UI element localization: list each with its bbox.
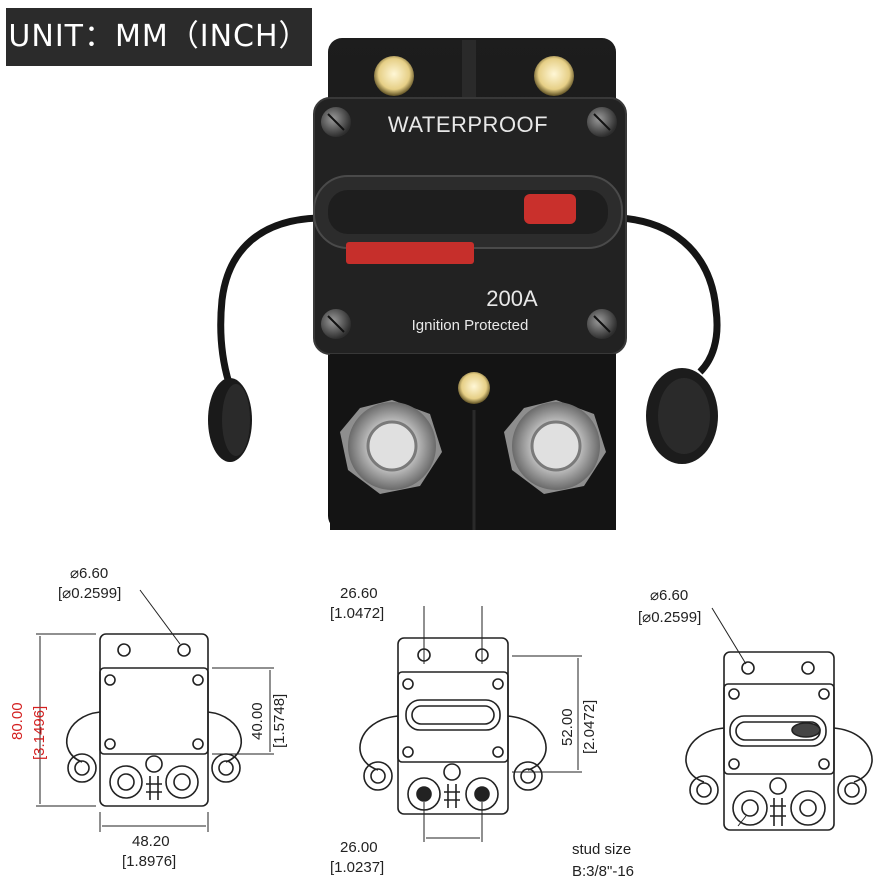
middle-stud-mm: 26.00 xyxy=(340,839,378,856)
left-width-mm: 48.20 xyxy=(132,833,170,850)
left-hole-mm: ⌀6.60 xyxy=(70,565,108,582)
middle-height-mm: 52.00 xyxy=(559,708,576,746)
mount-hole-left xyxy=(374,56,414,96)
circuit-breaker-photo: WATERPROOF 200A Ignition Protected xyxy=(208,38,721,530)
left-inner-h-in: [1.5748] xyxy=(271,694,288,748)
waterproof-text: WATERPROOF xyxy=(388,112,548,137)
mount-hole-right xyxy=(534,56,574,96)
middle-height-in: [2.0472] xyxy=(581,700,598,754)
trip-lever xyxy=(346,242,474,264)
left-strap xyxy=(217,214,319,394)
left-height-mm: 80.00 xyxy=(9,702,26,740)
unit-label: UNIT：MM（INCH） xyxy=(6,8,312,66)
drawing-middle xyxy=(359,606,582,842)
left-width-in: [1.8976] xyxy=(122,853,176,870)
middle-spacing-in: [1.0472] xyxy=(330,605,384,622)
drawing-left xyxy=(36,589,274,832)
right-strap xyxy=(619,214,721,375)
stud-size-label: stud size xyxy=(572,841,631,858)
rating-text: 200A xyxy=(486,286,538,311)
right-hole-mm: ⌀6.60 xyxy=(650,587,688,604)
drawing-right xyxy=(685,607,873,831)
stud-size-value: B:3/8"-16 xyxy=(572,863,634,880)
left-inner-h-mm: 40.00 xyxy=(249,702,266,740)
stud-right xyxy=(504,400,606,494)
middle-spacing-mm: 26.60 xyxy=(340,585,378,602)
center-hole xyxy=(458,372,490,404)
middle-stud-in: [1.0237] xyxy=(330,859,384,876)
left-hole-in: [⌀0.2599] xyxy=(58,585,121,602)
ignition-protected-text: Ignition Protected xyxy=(412,317,529,334)
right-hole-in: [⌀0.2599] xyxy=(638,609,701,626)
stud-left xyxy=(340,400,442,494)
reset-button xyxy=(524,194,576,224)
left-height-in: [3.1496] xyxy=(31,706,48,760)
